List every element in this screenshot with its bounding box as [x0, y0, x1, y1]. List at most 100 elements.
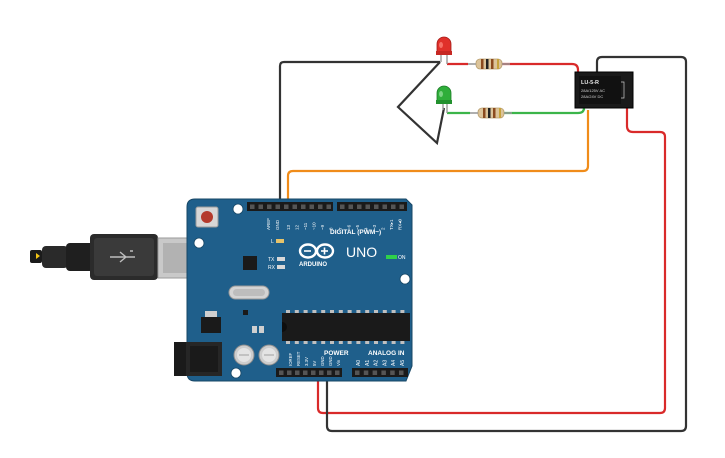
header-pin[interactable]: [372, 370, 378, 376]
analog-header[interactable]: [352, 368, 408, 377]
header-pin[interactable]: [319, 370, 324, 376]
header-pin[interactable]: [301, 204, 306, 210]
header-pin[interactable]: [335, 370, 340, 376]
chip-leg: [356, 310, 361, 313]
header-pin[interactable]: [287, 370, 292, 376]
header-pin[interactable]: [355, 370, 360, 376]
header-pin[interactable]: [284, 204, 289, 210]
chip-leg: [330, 341, 334, 344]
chip-pins: [286, 310, 405, 344]
usb-symbol-icon: [110, 250, 135, 263]
header-pin[interactable]: [363, 370, 369, 376]
power-pin-label: GND: [320, 356, 325, 366]
header-pin[interactable]: [340, 204, 345, 210]
wire-red-led-to-relay[interactable]: [447, 62, 580, 80]
wire-gnd-to-leds[interactable]: [278, 60, 440, 203]
header-pin[interactable]: [390, 370, 395, 376]
header-pin[interactable]: [327, 370, 332, 376]
chip-leg: [321, 341, 326, 344]
header-pin[interactable]: [357, 204, 362, 210]
chip-leg: [391, 341, 396, 344]
chip-leg: [338, 341, 343, 344]
analog-pin-label: A3: [382, 360, 388, 366]
reset-button[interactable]: [195, 206, 219, 228]
digital-pin-label: 7: [338, 227, 343, 230]
header-pin[interactable]: [381, 370, 386, 376]
header-pin[interactable]: [374, 204, 379, 210]
header-pin[interactable]: [275, 204, 281, 210]
led-red[interactable]: [436, 36, 452, 64]
header-pin[interactable]: [318, 204, 323, 210]
bottom-header-pins[interactable]: [279, 370, 404, 376]
chip-leg: [347, 341, 352, 344]
digital-header[interactable]: [247, 202, 407, 211]
header-pin[interactable]: [303, 370, 308, 376]
power-header[interactable]: [276, 368, 342, 377]
rx-led-label: RX: [268, 265, 276, 271]
brand-label: ARDUINO: [299, 262, 327, 268]
header-pin[interactable]: [250, 204, 255, 210]
digital-header-pins[interactable]: [250, 204, 405, 210]
relay-part-label: LU-5-R: [581, 80, 599, 86]
header-pin[interactable]: [399, 370, 404, 376]
digital-section-label: DIGITAL (PWM~): [330, 229, 381, 236]
capacitor-electrolytic: [258, 344, 280, 366]
header-pin[interactable]: [348, 204, 354, 210]
wire-gnd-to-relay[interactable]: [325, 55, 688, 433]
tx-led: [277, 257, 285, 261]
usb-cable: [30, 234, 158, 280]
resistor-green-branch[interactable]: [470, 107, 512, 119]
tx-led-label: TX: [268, 257, 275, 263]
chip-leg: [365, 341, 370, 344]
mounting-hole: [193, 237, 205, 249]
header-pin[interactable]: [326, 204, 332, 210]
chip-leg: [391, 310, 396, 313]
header-pin[interactable]: [258, 204, 264, 210]
digital-pin-label: RX◂0: [398, 218, 403, 230]
header-pin[interactable]: [267, 204, 272, 210]
digital-pin-label: 13: [286, 224, 291, 230]
digital-pin-label: 2: [381, 227, 386, 230]
digital-pin-label: ~5: [355, 224, 360, 230]
led-green[interactable]: [436, 85, 452, 113]
digital-pin-label: 8: [329, 227, 334, 230]
power-section-label: POWER: [324, 350, 349, 357]
chip-leg: [294, 341, 299, 344]
chip-leg: [382, 310, 387, 313]
wire-signal-pin13-to-relay[interactable]: [286, 110, 590, 203]
header-pin[interactable]: [311, 370, 316, 376]
header-pin[interactable]: [309, 204, 315, 210]
mounting-hole: [230, 367, 242, 379]
aref-label: AREF: [266, 218, 271, 230]
power-jack: [174, 342, 222, 376]
digital-pin-label: ~11: [303, 222, 308, 230]
crystal-oscillator: [228, 285, 270, 300]
atmega-microcontroller: [282, 313, 410, 341]
power-pin-label: RESET: [296, 351, 301, 366]
header-pin[interactable]: [279, 370, 284, 376]
relay[interactable]: LU-5-R 28A/125V AC 28A/24V DC: [574, 71, 634, 109]
chip-leg: [356, 341, 361, 344]
header-pin[interactable]: [295, 370, 300, 376]
wire-5v-to-relay[interactable]: [316, 105, 667, 415]
header-pin[interactable]: [382, 204, 388, 210]
chip-leg: [303, 341, 308, 344]
analog-pin-label: A1: [365, 360, 371, 366]
resistor-red-branch[interactable]: [468, 58, 510, 70]
analog-pin-label: A0: [356, 360, 362, 366]
power-pin-label: 3.3V: [304, 357, 309, 366]
wire-green-led-to-relay[interactable]: [447, 107, 586, 115]
wire-gnd-v-shape[interactable]: [396, 61, 446, 146]
header-pin[interactable]: [399, 204, 405, 210]
capacitor-electrolytic: [233, 344, 255, 366]
header-pin[interactable]: [365, 204, 371, 210]
chip-leg: [400, 341, 405, 344]
digital-pin-label: ~6: [347, 224, 352, 230]
voltage-regulator: [201, 311, 221, 333]
power-pin-label: GND: [328, 356, 333, 366]
header-pin[interactable]: [292, 204, 298, 210]
header-pin[interactable]: [391, 204, 396, 210]
chip-leg: [330, 310, 334, 313]
